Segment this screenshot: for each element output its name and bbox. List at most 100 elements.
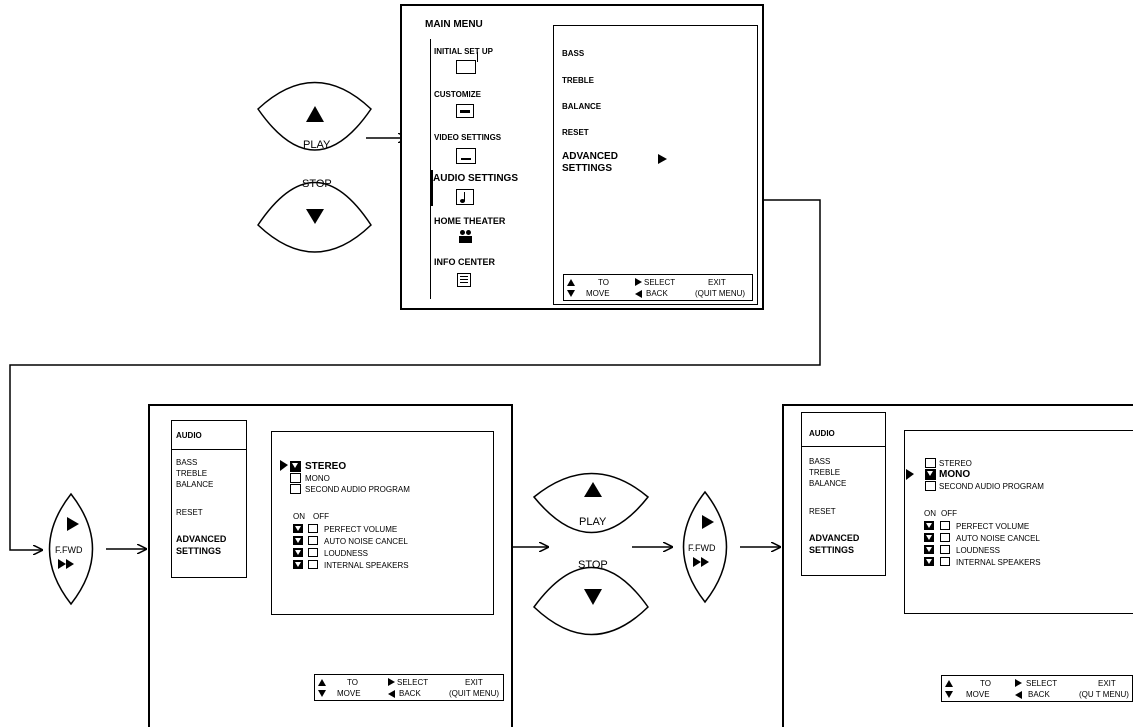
left-arrow-icon xyxy=(635,290,642,298)
loudness-on[interactable] xyxy=(293,548,303,557)
perfect-volume-on-2[interactable] xyxy=(924,521,934,530)
help-exit: EXIT xyxy=(465,678,483,687)
auto-noise-cancel-on-2[interactable] xyxy=(924,533,934,542)
loudness-on-2[interactable] xyxy=(924,545,934,554)
up-arrow-icon xyxy=(306,106,324,122)
stop-label: STOP xyxy=(302,178,332,190)
audio-title-divider-2 xyxy=(802,446,885,447)
help-select: SELECT xyxy=(644,278,676,287)
menu-item-video-settings[interactable]: VIDEO SETTINGS xyxy=(434,133,502,142)
submenu-balance[interactable]: BALANCE xyxy=(562,102,602,111)
menu-item-customize[interactable]: CUSTOMIZE xyxy=(434,90,481,99)
audio-advanced-line2[interactable]: SETTINGS xyxy=(809,545,855,555)
play-label-2: PLAY xyxy=(579,516,607,528)
play-right-icon-2 xyxy=(702,515,714,529)
submenu-bass[interactable]: BASS xyxy=(562,49,585,58)
sap-radio-2[interactable] xyxy=(925,481,936,491)
auto-noise-cancel-off-2[interactable] xyxy=(940,533,950,542)
sap-radio[interactable] xyxy=(290,484,301,494)
help-bar-icons-2 xyxy=(318,678,395,698)
advanced-settings-panel: STEREO MONO SECOND AUDIO PROGRAM ON OFF … xyxy=(271,431,494,615)
ffwd-label: F.FWD xyxy=(55,545,83,555)
mono-label: MONO xyxy=(305,474,330,483)
help-to: TO xyxy=(980,679,991,688)
ffwd-button-2[interactable] xyxy=(682,490,728,604)
perfect-volume-on[interactable] xyxy=(293,524,303,533)
menu-item-info-center[interactable]: INFO CENTER xyxy=(434,257,496,267)
right-arrow-icon xyxy=(635,278,642,286)
internal-speakers-on[interactable] xyxy=(293,560,303,569)
menu-item-home-theater[interactable]: HOME THEATER xyxy=(434,216,506,226)
submenu-reset[interactable]: RESET xyxy=(562,128,589,137)
audio-balance[interactable]: BALANCE xyxy=(809,479,847,488)
auto-noise-cancel-on[interactable] xyxy=(293,536,303,545)
video-screen-icon xyxy=(456,148,476,164)
audio-reset[interactable]: RESET xyxy=(809,507,836,516)
play-right-icon xyxy=(67,517,79,531)
info-panel-icon xyxy=(457,273,471,287)
stereo-radio[interactable] xyxy=(290,461,301,472)
audio-treble[interactable]: TREBLE xyxy=(809,468,841,477)
connector-to-ffwd xyxy=(9,199,821,550)
help-select: SELECT xyxy=(1026,679,1058,688)
help-to: TO xyxy=(598,278,609,287)
submenu-advanced-line2[interactable]: SETTINGS xyxy=(562,163,613,174)
stereo-radio-2[interactable] xyxy=(925,458,936,468)
tv-antenna-icon xyxy=(456,60,476,74)
off-column-label: OFF xyxy=(941,509,957,518)
stop-label-2: STOP xyxy=(578,559,608,571)
selection-pointer xyxy=(280,460,288,471)
audio-reset[interactable]: RESET xyxy=(176,508,203,517)
mono-label: MONO xyxy=(939,469,971,480)
audio-menu-panel-2: AUDIO BASS TREBLE BALANCE RESET ADVANCED… xyxy=(801,412,886,576)
audio-advanced-line1[interactable]: ADVANCED xyxy=(176,534,227,544)
perfect-volume-off-2[interactable] xyxy=(940,521,950,530)
loudness-off[interactable] xyxy=(308,548,318,557)
help-move: MOVE xyxy=(586,289,610,298)
internal-speakers-off[interactable] xyxy=(308,560,318,569)
pointer-right-icon xyxy=(280,460,288,471)
audio-advanced-line2[interactable]: SETTINGS xyxy=(176,546,222,556)
on-column-label: ON xyxy=(293,512,305,521)
auto-noise-cancel-off[interactable] xyxy=(308,536,318,545)
internal-speakers-off-2[interactable] xyxy=(940,557,950,566)
fast-forward-icon-4 xyxy=(701,557,709,567)
internal-speakers-on-2[interactable] xyxy=(924,557,934,566)
audio-advanced-screen: AUDIO BASS TREBLE BALANCE RESET ADVANCED… xyxy=(148,404,513,727)
menu-item-initial-setup[interactable]: INITIAL SET UP xyxy=(434,47,493,56)
antenna-mast xyxy=(477,52,478,62)
submenu-treble[interactable]: TREBLE xyxy=(562,76,594,85)
audio-menu-title: AUDIO xyxy=(809,429,835,438)
on-column-label: ON xyxy=(924,509,936,518)
help-back: BACK xyxy=(646,289,668,298)
play-button-2[interactable] xyxy=(532,472,650,534)
audio-bass[interactable]: BASS xyxy=(176,458,198,467)
main-menu-left-rule xyxy=(430,39,431,299)
fast-forward-icon xyxy=(58,559,66,569)
up-arrow-icon-2 xyxy=(584,482,602,497)
advanced-settings-panel-2: STEREO MONO SECOND AUDIO PROGRAM ON OFF … xyxy=(904,430,1133,614)
mono-radio[interactable] xyxy=(290,473,301,483)
menu-item-audio-settings[interactable]: AUDIO SETTINGS xyxy=(433,173,519,184)
main-menu-screen: MAIN MENU INITIAL SET UP CUSTOMIZE VIDEO… xyxy=(400,4,764,310)
perfect-volume-off[interactable] xyxy=(308,524,318,533)
submenu-advanced-line1[interactable]: ADVANCED xyxy=(562,151,618,162)
audio-balance[interactable]: BALANCE xyxy=(176,480,214,489)
audio-submenu-panel: BASS TREBLE BALANCE RESET ADVANCED SETTI… xyxy=(553,25,758,305)
audio-advanced-line1[interactable]: ADVANCED xyxy=(809,533,860,543)
down-arrow-icon xyxy=(567,290,575,297)
audio-treble[interactable]: TREBLE xyxy=(176,469,208,478)
help-select: SELECT xyxy=(397,678,429,687)
loudness-off-2[interactable] xyxy=(940,545,950,554)
help-to: TO xyxy=(347,678,358,687)
ffwd-label-2: F.FWD xyxy=(688,543,716,553)
help-bar-icons xyxy=(567,278,642,298)
auto-noise-cancel-label: AUTO NOISE CANCEL xyxy=(956,534,1040,543)
audio-bass[interactable]: BASS xyxy=(809,457,831,466)
ffwd-button[interactable] xyxy=(48,492,94,606)
mono-radio-2[interactable] xyxy=(925,469,936,480)
